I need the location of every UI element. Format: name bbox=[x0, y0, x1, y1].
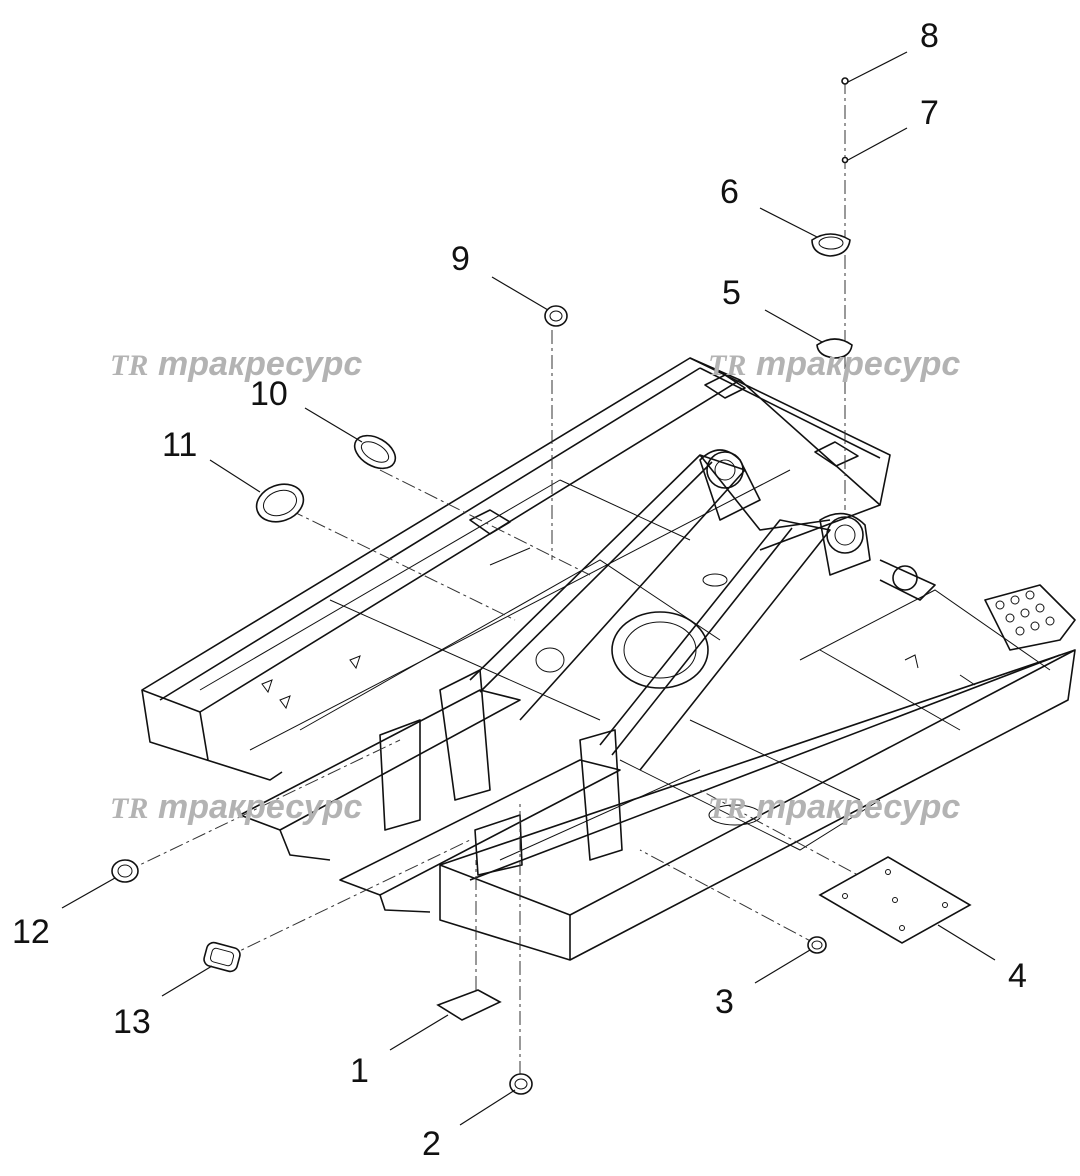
callout-11: 11 bbox=[162, 426, 197, 464]
watermark-text: тракресурс bbox=[756, 788, 960, 826]
part-9-grommet bbox=[544, 305, 568, 327]
frame-assembly bbox=[141, 357, 1076, 961]
part-5-cover bbox=[816, 338, 853, 359]
part-3-plug bbox=[807, 936, 827, 954]
watermark-logo: TR bbox=[110, 792, 148, 825]
callout-3: 3 bbox=[715, 983, 734, 1021]
callout-7: 7 bbox=[920, 94, 939, 132]
watermark-bottom-left: TR тракресурс bbox=[110, 788, 362, 826]
callout-10: 10 bbox=[250, 375, 288, 413]
callout-6: 6 bbox=[720, 173, 739, 211]
watermark-text: тракресурс bbox=[158, 788, 362, 826]
callout-9: 9 bbox=[451, 240, 470, 278]
watermark-bottom-right: TR тракресурс bbox=[708, 788, 960, 826]
watermark-top-right: TR тракресурс bbox=[708, 345, 960, 383]
callout-8: 8 bbox=[920, 17, 939, 55]
part-7-washer bbox=[841, 156, 849, 164]
part-12-grommet bbox=[111, 859, 139, 883]
leader-lines bbox=[61, 51, 996, 1126]
part-13-square-seal bbox=[203, 941, 241, 973]
alignment-lines bbox=[124, 80, 896, 1075]
callout-12: 12 bbox=[12, 913, 50, 951]
part-8-bolt bbox=[841, 77, 849, 85]
part-2-grommet bbox=[509, 1073, 533, 1095]
callout-labels: 8 7 6 5 9 10 11 12 13 1 2 3 4 bbox=[12, 17, 1027, 1163]
watermark-logo: TR bbox=[708, 349, 746, 382]
watermark-text: тракресурс bbox=[756, 345, 960, 383]
callout-4: 4 bbox=[1008, 957, 1027, 995]
watermark-text: тракресурс bbox=[158, 345, 362, 383]
loose-parts bbox=[111, 77, 972, 1095]
part-11-ring-seal bbox=[255, 483, 305, 523]
part-1-plate bbox=[436, 989, 502, 1021]
watermark-logo: TR bbox=[110, 349, 148, 382]
part-10-oval-seal bbox=[353, 434, 397, 470]
callout-2: 2 bbox=[422, 1125, 441, 1163]
callout-1: 1 bbox=[350, 1052, 369, 1090]
watermark-logo: TR bbox=[708, 792, 746, 825]
part-4-plate bbox=[818, 856, 972, 944]
callout-13: 13 bbox=[113, 1003, 151, 1041]
watermark-top-left: TR тракресурс bbox=[110, 345, 362, 383]
callout-5: 5 bbox=[722, 274, 741, 312]
